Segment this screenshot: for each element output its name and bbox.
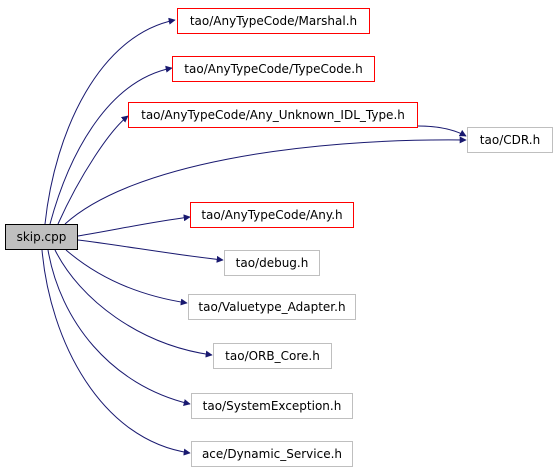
edge-skip-to-any-unknown	[57, 115, 129, 225]
node-system-exception-label: tao/SystemException.h	[202, 399, 342, 413]
node-any-label: tao/AnyTypeCode/Any.h	[201, 208, 343, 222]
node-orb-core-label: tao/ORB_Core.h	[225, 349, 320, 363]
node-system-exception: tao/SystemException.h	[191, 393, 353, 419]
root-node: skip.cpp	[5, 224, 78, 250]
node-cdr-label: tao/CDR.h	[479, 133, 541, 147]
node-marshal[interactable]: tao/AnyTypeCode/Marshal.h	[177, 8, 370, 34]
edge-skip-to-system-exception	[47, 249, 191, 406]
edge-skip-to-dynamic-service	[41, 249, 191, 456]
edge-skip-to-orb-core	[54, 249, 213, 358]
node-valuetype-adapter-label: tao/Valuetype_Adapter.h	[198, 300, 346, 314]
node-dynamic-service-label: ace/Dynamic_Service.h	[201, 447, 343, 461]
node-valuetype-adapter: tao/Valuetype_Adapter.h	[188, 294, 356, 320]
edge-skip-to-marshal	[44, 17, 176, 225]
node-typecode-label: tao/AnyTypeCode/TypeCode.h	[184, 62, 363, 76]
node-cdr: tao/CDR.h	[467, 127, 553, 153]
edge-skip-to-cdr	[64, 136, 467, 225]
node-any[interactable]: tao/AnyTypeCode/Any.h	[190, 202, 354, 228]
node-debug-label: tao/debug.h	[235, 256, 309, 270]
node-dynamic-service: ace/Dynamic_Service.h	[191, 441, 353, 467]
edge-any-unknown-to-cdr	[417, 125, 467, 137]
root-node-label: skip.cpp	[16, 230, 67, 244]
node-debug: tao/debug.h	[224, 250, 320, 276]
edge-skip-to-valuetype-adapter	[65, 249, 188, 306]
node-marshal-label: tao/AnyTypeCode/Marshal.h	[189, 14, 358, 28]
node-any-unknown-label: tao/AnyTypeCode/Any_Unknown_IDL_Type.h	[141, 108, 405, 122]
node-orb-core: tao/ORB_Core.h	[213, 343, 332, 369]
edge-skip-to-debug	[77, 239, 224, 263]
node-typecode[interactable]: tao/AnyTypeCode/TypeCode.h	[172, 56, 375, 82]
edge-skip-to-any	[77, 214, 191, 237]
edge-skip-to-typecode	[49, 65, 173, 225]
node-any-unknown[interactable]: tao/AnyTypeCode/Any_Unknown_IDL_Type.h	[128, 102, 418, 128]
